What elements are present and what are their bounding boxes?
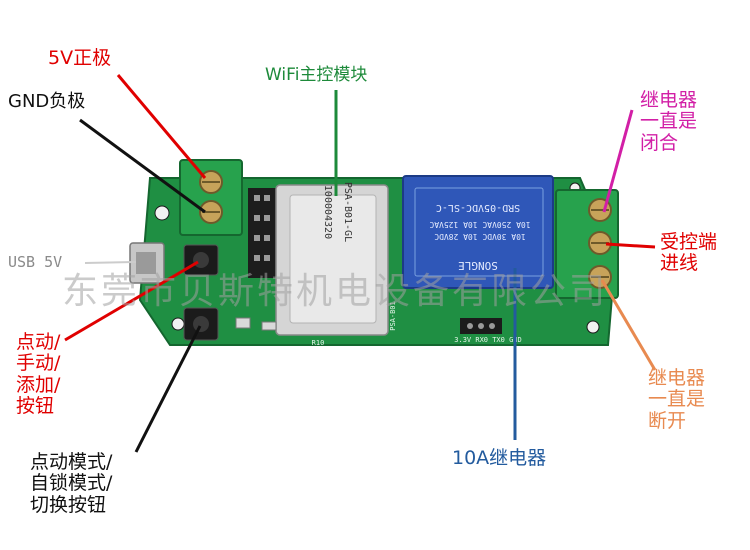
relay-spec-1-text: 10A 250VAC 10A 125VAC	[429, 220, 530, 229]
power-terminal-block	[179, 159, 243, 236]
label-mode-switch: 点动模式/ 自锁模式/ 切换按钮	[30, 451, 113, 516]
leader-5v	[116, 74, 207, 179]
label-push-button-line-2: 手动/	[16, 352, 61, 375]
label-relay-open-line-3: 断开	[648, 409, 687, 432]
module-code-2: 100004320	[322, 185, 333, 239]
label-controlled-input-line-1: 受控端	[660, 231, 718, 253]
push-buttons	[183, 244, 219, 341]
label-controlled-input: 受控端 进线	[660, 231, 718, 275]
relay-component: SRD-05VDC-SL-C 10A 250VAC 10A 125VAC 10A…	[402, 175, 554, 289]
label-push-button-line-3: 添加/	[16, 373, 61, 396]
label-5v-positive: 5V正极	[48, 47, 112, 69]
leader-relay-open	[600, 279, 657, 371]
relay-terminal-block	[555, 189, 619, 299]
label-relay-closed-line-2: 一直是	[640, 110, 698, 133]
label-relay-10a: 10A继电器	[452, 447, 547, 469]
board-psa-text: PSA-B01	[389, 301, 397, 331]
label-relay-closed-line-3: 闭合	[640, 131, 679, 154]
leader-relay-closed	[602, 109, 634, 213]
label-relay-closed: 继电器 一直是 闭合	[640, 89, 698, 154]
label-relay-closed-line-1: 继电器	[640, 89, 698, 111]
label-relay-open-line-2: 一直是	[648, 388, 706, 411]
relay-model-text: SRD-05VDC-SL-C	[436, 202, 520, 213]
watermark-company: 东莞市贝斯特机电设备有限公司	[62, 271, 609, 312]
board-r10-text: R10	[312, 339, 325, 347]
label-relay-open-line-1: 继电器	[648, 367, 706, 389]
label-push-button-line-1: 点动/	[16, 331, 61, 353]
label-usb-5v: USB 5V	[8, 253, 63, 271]
module-code-1: PSA-B01-GL	[342, 182, 353, 242]
leader-lines	[64, 74, 657, 453]
label-mode-switch-line-2: 自锁模式/	[30, 472, 113, 495]
label-gnd-negative: GND负极	[8, 91, 86, 112]
label-push-button: 点动/ 手动/ 添加/ 按钮	[16, 331, 61, 417]
relay-brand-text: SONGLE	[458, 259, 498, 272]
leader-mode-switch	[134, 325, 202, 453]
leader-gnd	[79, 118, 206, 214]
label-push-button-line-4: 按钮	[16, 394, 55, 417]
label-mode-switch-line-3: 切换按钮	[30, 493, 107, 516]
leader-usb	[84, 261, 137, 264]
label-wifi-module: WiFi主控模块	[265, 65, 368, 85]
board-pins-text: 3.3V RX0 TX0 GND	[454, 336, 521, 344]
leader-push-button	[64, 260, 199, 342]
label-mode-switch-line-1: 点动模式/	[30, 451, 113, 473]
small-components: 3.3V RX0 TX0 GND PSA-B01 R10	[235, 301, 522, 347]
leader-controlled-input	[605, 242, 656, 249]
header-pins	[248, 188, 276, 278]
label-controlled-input-line-2: 进线	[660, 252, 699, 275]
label-relay-open: 继电器 一直是 断开	[648, 367, 706, 432]
wifi-module: PSA-B01-GL 100004320	[275, 182, 389, 336]
relay-spec-2-text: 10A 30VDC 10A 28VDC	[434, 232, 526, 241]
